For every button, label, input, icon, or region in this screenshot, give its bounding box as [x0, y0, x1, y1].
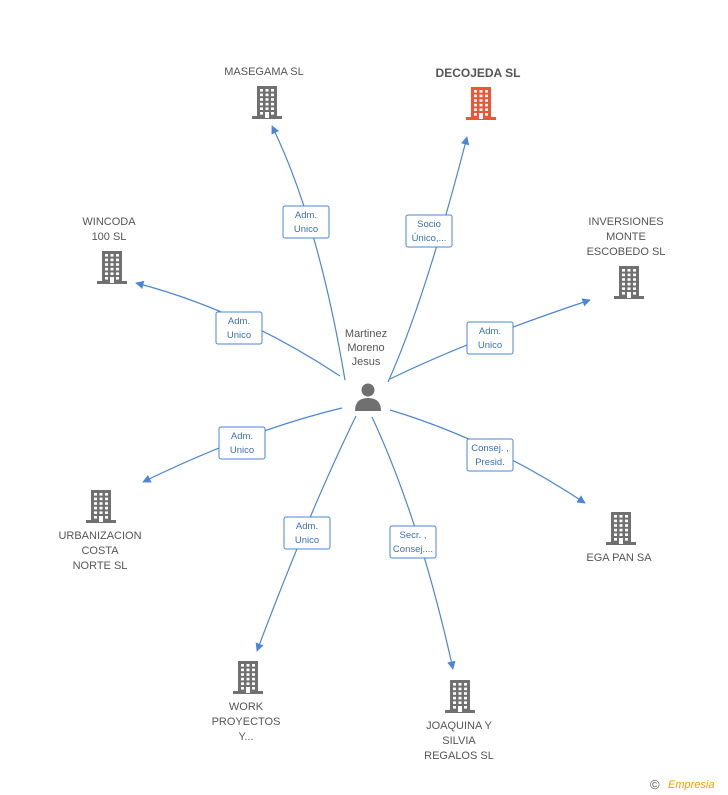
building-icon[interactable]	[466, 87, 496, 120]
relation-text: Adm.	[295, 210, 317, 221]
company-node-inversiones[interactable]: INVERSIONES MONTE ESCOBEDO SL	[587, 216, 666, 299]
company-node-decojeda[interactable]: DECOJEDA SL	[436, 66, 521, 120]
relation-label-joaquina[interactable]: Secr. , Consej....	[389, 525, 437, 559]
building-icon[interactable]	[86, 490, 116, 523]
company-label[interactable]: JOAQUINA Y	[426, 720, 492, 732]
relation-text: Unico	[230, 445, 254, 456]
company-label[interactable]: WINCODA	[82, 216, 136, 228]
relation-label-egapan[interactable]: Consej. , Presid.	[466, 438, 514, 472]
person-label[interactable]: Martinez	[345, 328, 387, 340]
company-node-urbanizacion[interactable]: URBANIZACION COSTA NORTE SL	[58, 490, 142, 572]
company-node-work[interactable]: WORK PROYECTOS Y...	[212, 661, 281, 743]
building-icon[interactable]	[252, 86, 282, 119]
nodes-layer: MASEGAMA SL DECOJEDA SL WINCODA 100 SL INVER…	[58, 66, 665, 762]
building-icon[interactable]	[614, 266, 644, 299]
copyright-icon: ©	[650, 777, 660, 792]
edge-decojeda	[387, 136, 470, 383]
relation-text: Único,...	[412, 233, 447, 244]
relation-label-inversiones[interactable]: Adm. Unico	[466, 321, 514, 355]
relation-label-urbanizacion[interactable]: Adm. Unico	[218, 426, 266, 460]
relation-text: Adm.	[228, 316, 250, 327]
company-label[interactable]: INVERSIONES	[588, 216, 663, 228]
relation-text: Consej. ,	[471, 443, 509, 454]
relation-text: Unico	[478, 340, 502, 351]
company-node-wincoda[interactable]: WINCODA 100 SL	[82, 216, 136, 284]
relation-box	[466, 438, 514, 472]
relation-box	[405, 214, 453, 248]
company-label[interactable]: 100 SL	[92, 231, 127, 243]
relation-label-work[interactable]: Adm. Unico	[283, 516, 331, 550]
company-label[interactable]: PROYECTOS	[212, 716, 281, 728]
relation-text: Secr. ,	[400, 530, 427, 541]
company-node-masegama[interactable]: MASEGAMA SL	[224, 66, 304, 119]
relation-box	[215, 311, 263, 345]
company-label[interactable]: Y...	[238, 731, 253, 743]
footer: © Empresia	[650, 777, 714, 792]
relation-label-decojeda[interactable]: SocioÚnico,...	[405, 214, 453, 248]
relation-box	[283, 516, 331, 550]
relation-text: Adm.	[296, 521, 318, 532]
person-label[interactable]: Moreno	[347, 342, 384, 354]
company-label[interactable]: URBANIZACION	[58, 530, 141, 542]
relation-text: Unico	[227, 330, 251, 341]
company-label[interactable]: NORTE SL	[73, 560, 128, 572]
person-icon[interactable]	[355, 383, 381, 412]
relation-text: Adm.	[231, 431, 253, 442]
relation-text: Unico	[294, 224, 318, 235]
relation-box	[218, 426, 266, 460]
relation-text: Presid.	[475, 457, 505, 468]
relation-label-masegama[interactable]: Adm. Unico	[282, 205, 330, 239]
relation-text: Socio	[417, 219, 441, 230]
person-label[interactable]: Jesus	[352, 356, 381, 368]
relation-text: Consej....	[393, 544, 433, 555]
relation-text: Unico	[295, 535, 319, 546]
relation-label-wincoda[interactable]: Adm. Unico	[215, 311, 263, 345]
company-node-joaquina[interactable]: JOAQUINA Y SILVIA REGALOS SL	[424, 680, 494, 762]
building-icon[interactable]	[97, 251, 127, 284]
building-icon[interactable]	[233, 661, 263, 694]
company-label[interactable]: MASEGAMA SL	[224, 66, 303, 78]
company-node-egapan[interactable]: EGA PAN SA	[586, 512, 652, 564]
company-label[interactable]: WORK	[229, 701, 264, 713]
company-label[interactable]: SILVIA	[442, 735, 476, 747]
relation-box	[282, 205, 330, 239]
company-label[interactable]: EGA PAN SA	[586, 552, 652, 564]
building-icon[interactable]	[445, 680, 475, 713]
company-label[interactable]: MONTE	[606, 231, 646, 243]
company-label[interactable]: ESCOBEDO SL	[587, 246, 666, 258]
relation-box	[389, 525, 437, 559]
company-label[interactable]: REGALOS SL	[424, 750, 494, 762]
edges-layer	[135, 125, 591, 670]
building-icon[interactable]	[606, 512, 636, 545]
relation-text: Adm.	[479, 326, 501, 337]
relation-box	[466, 321, 514, 355]
brand-logo[interactable]: Empresia	[668, 779, 714, 791]
company-label[interactable]: COSTA	[81, 545, 119, 557]
company-label[interactable]: DECOJEDA SL	[436, 66, 521, 80]
